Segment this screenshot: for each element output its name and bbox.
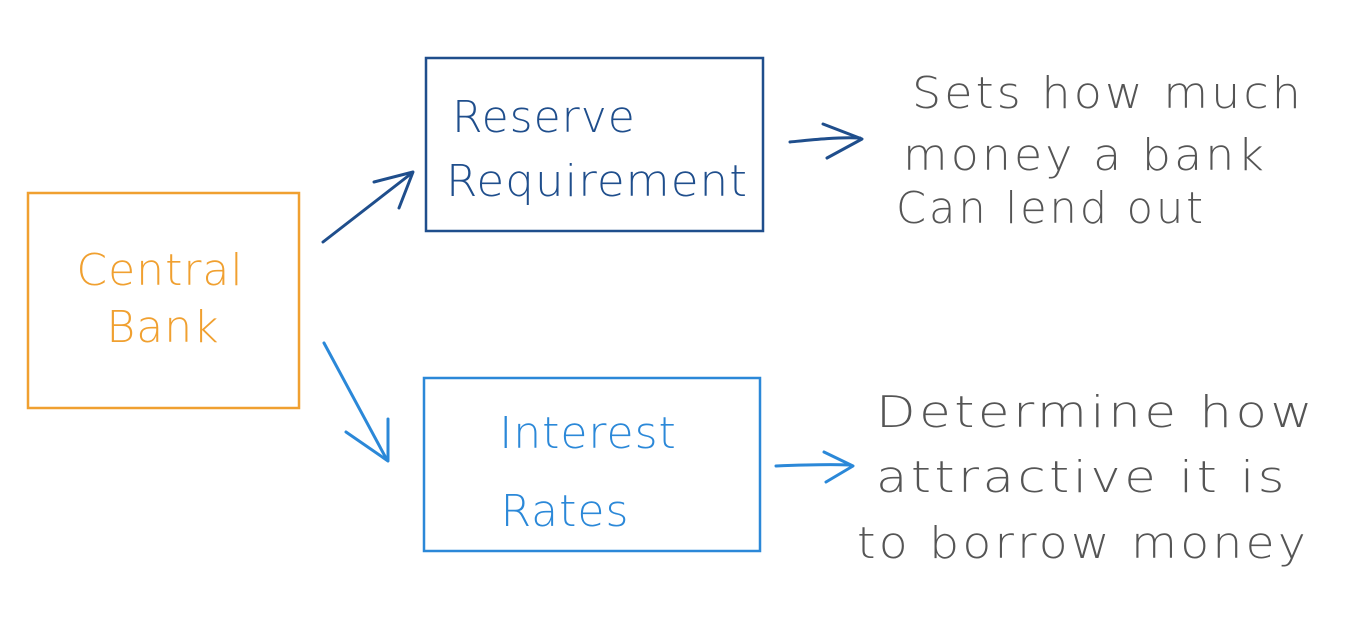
arrow-interest-to-note xyxy=(774,450,855,484)
central-bank-box xyxy=(26,191,301,410)
interest-rates-box xyxy=(422,376,762,553)
central-bank-label-line1: Central xyxy=(76,245,243,296)
reserve-requirement-note: Sets how much money a bank Can lend out xyxy=(896,68,1304,234)
arrow-central-to-interest xyxy=(322,341,390,463)
reserve-requirement-box xyxy=(424,56,765,233)
central-bank-label-line2: Bank xyxy=(106,302,219,353)
reserve-requirement-node: Reserve Requirement xyxy=(424,56,765,233)
reserve-requirement-label-line1: Reserve xyxy=(452,92,636,143)
interest-rates-label-line1: Interest xyxy=(499,408,677,459)
reserve-note-line1: Sets how much xyxy=(912,68,1304,119)
reserve-requirement-label-line2: Requirement xyxy=(446,156,748,207)
interest-rates-note: Determine how attractive it is to borrow… xyxy=(857,387,1316,569)
interest-note-line2: attractive it is xyxy=(876,452,1288,503)
reserve-note-line2: money a bank xyxy=(903,130,1267,181)
interest-note-line1: Determine how xyxy=(876,387,1316,438)
central-bank-node: Central Bank xyxy=(26,191,301,410)
interest-note-line3: to borrow money xyxy=(857,518,1309,569)
interest-rates-label-line2: Rates xyxy=(501,486,630,537)
reserve-note-line3: Can lend out xyxy=(896,183,1206,234)
arrow-central-to-reserve xyxy=(321,170,415,244)
interest-rates-node: Interest Rates xyxy=(422,376,762,553)
arrow-reserve-to-note xyxy=(788,122,864,160)
